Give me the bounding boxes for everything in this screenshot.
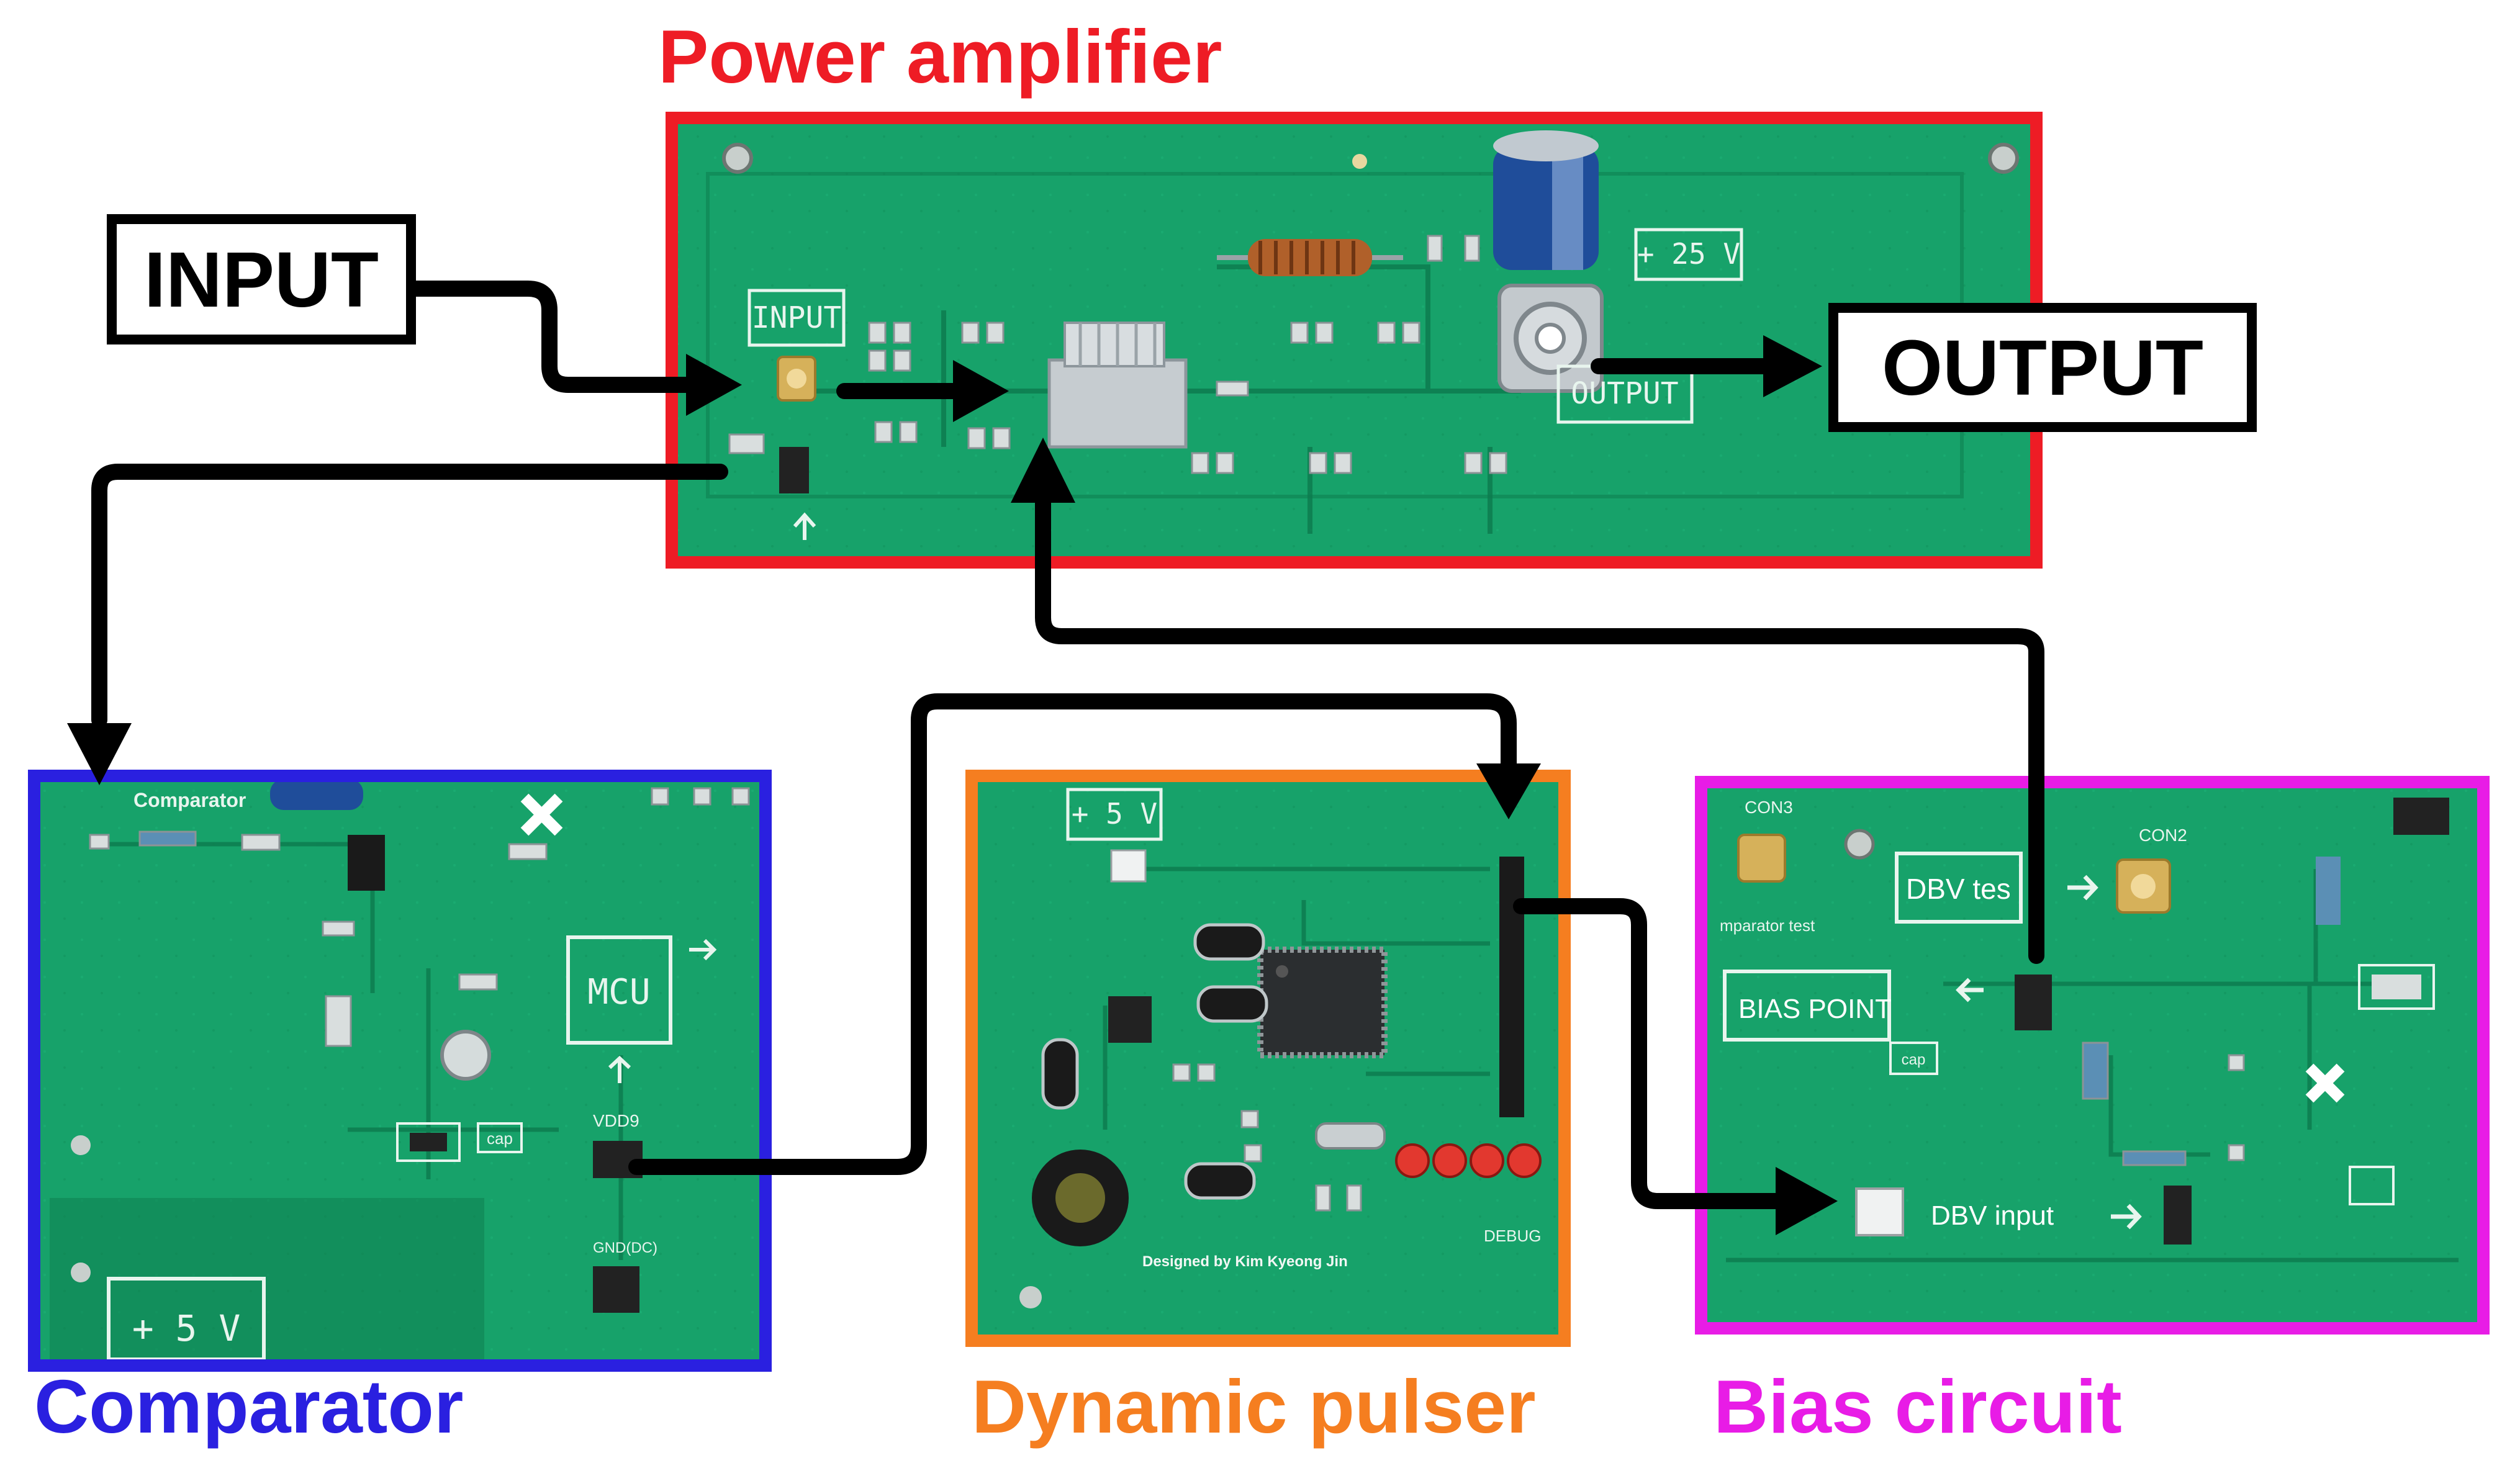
bias-dbv-input-silk: DBV input [1931,1200,2054,1231]
close-icon [520,793,563,836]
cmp-voltage-silk: + 5 V [132,1307,241,1349]
cmp-mcu-silk: MCU [587,972,650,1012]
inductor-icon [1217,239,1403,276]
arrowhead-icon [686,354,742,416]
bias-con2-silk: CON2 [2139,826,2187,845]
dp-debug-silk: DEBUG [1484,1227,1541,1245]
arrowhead-icon [953,360,1009,422]
output-box: OUTPUT [1828,303,2257,432]
cmp-frame [28,770,772,1372]
heatsink-icon [1047,322,1188,449]
comparator-title: Comparator [34,1364,464,1449]
bias-comparator-test-silk: mparator test [1720,916,1815,935]
cmp-smd-components [89,787,750,1047]
jumper-icon [2164,1186,2192,1245]
pa-smd-components [728,235,1507,474]
bias-dbv-test-silk: DBV tes [1906,873,2011,905]
screw-icon [722,143,753,174]
close-icon [2305,1063,2345,1103]
potentiometer-icon [2316,857,2341,925]
sma-connector-icon [1737,834,1786,883]
jumper-icon [779,447,809,493]
bias-cap-silk: cap [1902,1051,1926,1068]
bias-to-pa-line [1035,488,2044,964]
capacitor-icon [1493,130,1599,270]
input-to-pa-line [405,281,697,393]
pa-input-silk: INPUT [752,300,842,335]
cmp-gnd-silk: GND(DC) [593,1240,657,1256]
connector-icon [593,1266,639,1313]
screw-icon [1019,1286,1042,1308]
dynamic-pulser-title: Dynamic pulser [972,1364,1536,1449]
arrowhead-icon [67,723,132,785]
jumper-icon [2015,975,2052,1030]
dp-designed-silk: Designed by Kim Kyeong Jin [1142,1253,1348,1270]
screw-icon [71,1263,91,1282]
pulser-to-bias-line [1513,898,1790,1209]
pa-voltage-silk: + 25 V [1637,237,1740,271]
cmp-board-title: Comparator [133,789,246,811]
dynamic-pulser-board: + 5 V [965,770,1571,1347]
arrowhead-icon [1763,335,1822,397]
connector-icon [1855,1187,1904,1236]
header-pins-icon [1108,996,1152,1043]
comparator-board: Comparator MCU VDD9 [28,770,772,1372]
cmp-cap-silk: cap [487,1129,513,1148]
arrowhead-icon [1776,1167,1838,1235]
arrowhead-icon [1476,763,1541,819]
pa-to-comparator-line [91,464,728,728]
screw-icon [1988,143,2019,174]
crystal-icon [1315,1122,1386,1150]
capacitor-icon [270,779,363,810]
bias-point-silk: BIAS POINT [1738,994,1892,1024]
capacitor-icons [1041,923,1268,1200]
microcontroller-icon [1257,947,1388,1058]
bias-frame [1695,776,2490,1335]
opamp-chip-icon [348,835,385,891]
dp-voltage-silk: + 5 V [1072,797,1157,831]
power-amplifier-title: Power amplifier [658,14,1222,99]
power-amplifier-board: INPUT [666,112,2043,569]
led-icons [1395,1143,1542,1178]
bias-con3-silk: CON3 [1745,798,1793,817]
arrowhead-icon [1011,438,1075,503]
capacitor-icon [440,1030,491,1081]
connector-icon [1110,849,1147,883]
bias-circuit-title: Bias circuit [1714,1364,2122,1449]
pa-output-silk: OUTPUT [1571,376,1678,411]
dp-frame [965,770,1571,1347]
screw-icon [1844,829,1875,860]
bias-circuit-board: CON3 mparator test DBV tes CON2 BIAS POI… [1695,776,2490,1335]
comparator-to-pulser-line [628,693,1517,1175]
input-box: INPUT [107,214,416,344]
arrowheads [67,335,1838,1235]
screw-icon [71,1135,91,1155]
cmp-vdd9-silk: VDD9 [593,1111,639,1130]
